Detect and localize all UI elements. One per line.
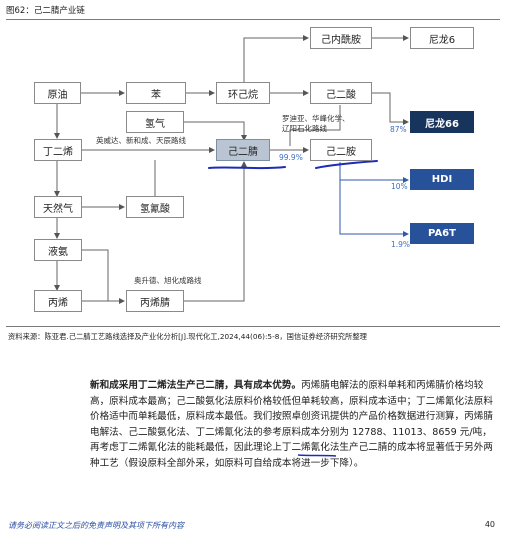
node-nylon6: 尼龙6 [410, 27, 474, 49]
diagram-connectors [54, 35, 409, 304]
route-label-acrylonitrile: 奥升德、旭化成路线 [134, 276, 202, 285]
figure-title: 图62：己二腈产业链 [6, 6, 85, 16]
node-caprolactam: 己内酰胺 [310, 27, 372, 49]
node-hdi: HDI [410, 169, 474, 190]
percent-nylon66: 87% [390, 125, 407, 134]
node-adiponitrile: 己二腈 [216, 139, 270, 161]
route-label-butadiene: 英威达、新和成、天辰路线 [96, 136, 186, 145]
node-benzene: 苯 [126, 82, 186, 104]
node-nylon66: 尼龙66 [410, 111, 474, 133]
footer-disclaimer: 请务必阅读正文之后的免责声明及其项下所有内容 [8, 521, 184, 530]
node-butadiene: 丁二烯 [34, 139, 82, 161]
figure-bottom-rule [6, 326, 500, 327]
paragraph-body: 丙烯腈电解法的原料单耗和丙烯腈价格均较高，原料成本最高；己二酸氨化法原料价格较低… [90, 380, 493, 469]
node-pa6t: PA6T [410, 223, 474, 244]
percent-yield: 99.9% [279, 153, 303, 162]
percent-hdi: 10% [391, 182, 408, 191]
figure-source: 资料来源：陈亚君.己二腈工艺路线选择及产业化分析[J].现代化工,2024,44… [8, 332, 367, 341]
percent-pa6t: 1.9% [391, 240, 411, 249]
figure-top-rule [6, 19, 500, 20]
node-hydrogen: 氢气 [126, 111, 184, 133]
node-hydrocyanic-acid: 氢氰酸 [126, 196, 184, 218]
node-propylene: 丙烯 [34, 290, 82, 312]
page-number: 40 [484, 520, 495, 529]
body-paragraph: 新和成采用丁二烯法生产己二腈，具有成本优势。丙烯腈电解法的原料单耗和丙烯腈价格均… [90, 378, 500, 472]
route-label-adipic: 罗迪亚、华峰化学、 辽阳石化路线 [282, 114, 350, 133]
node-adipic-acid: 己二酸 [310, 82, 372, 104]
node-acrylonitrile: 丙烯腈 [126, 290, 184, 312]
node-hexamethylenediamine: 己二胺 [310, 139, 372, 161]
paragraph-lead: 新和成采用丁二烯法生产己二腈，具有成本优势。 [90, 380, 302, 391]
node-liquid-ammonia: 液氨 [34, 239, 82, 261]
node-natural-gas: 天然气 [34, 196, 82, 218]
node-cyclohexane: 环己烷 [216, 82, 270, 104]
node-crude-oil: 原油 [34, 82, 81, 104]
